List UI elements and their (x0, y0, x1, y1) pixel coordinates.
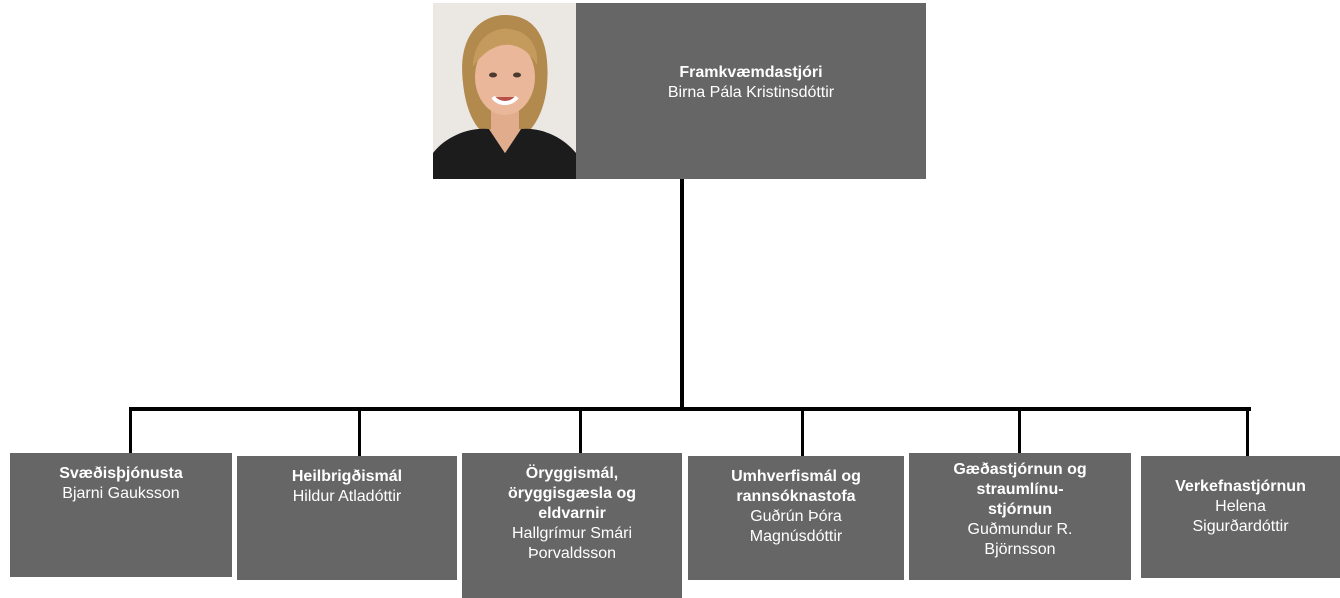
department-box-safety: Öryggismál, öryggisgæsla og eldvarnir Ha… (462, 453, 682, 598)
department-title: Svæðisþjónusta (59, 465, 183, 482)
department-box-regional-service: Svæðisþjónusta Bjarni Gauksson (10, 453, 232, 577)
horizontal-bus-line (129, 407, 1251, 411)
branch-line-3 (579, 407, 582, 453)
department-title: Heilbrigðismál (291, 468, 403, 485)
department-head: Hildur Atladóttir (292, 488, 402, 505)
branch-line-4 (801, 407, 804, 456)
trunk-line (680, 179, 684, 410)
department-head: Helena Sigurðardóttir (1192, 498, 1289, 535)
ceo-title: Framkvæmdastjóri (679, 64, 823, 81)
branch-line-6 (1246, 407, 1249, 456)
department-head: Hallgrímur Smári Þorvaldsson (511, 525, 632, 562)
ceo-box: Framkvæmdastjóri Birna Pála Kristinsdótt… (576, 3, 926, 179)
department-head: Guðrún Þóra Magnúsdóttir (749, 508, 843, 545)
department-box-environment: Umhverfismál og rannsóknastofa Guðrún Þó… (688, 456, 904, 580)
department-head: Bjarni Gauksson (62, 485, 180, 502)
branch-line-1 (129, 407, 132, 453)
department-title: Verkefnastjórnun (1175, 478, 1306, 495)
department-title: Öryggismál, öryggisgæsla og eldvarnir (507, 465, 637, 522)
department-box-project-management: Verkefnastjórnun Helena Sigurðardóttir (1141, 456, 1340, 578)
branch-line-5 (1018, 407, 1021, 453)
ceo-photo (433, 3, 576, 179)
department-box-health: Heilbrigðismál Hildur Atladóttir (237, 456, 457, 580)
branch-line-2 (358, 407, 361, 456)
department-box-quality: Gæðastjórnun og straumlínu-stjórnun Guðm… (909, 453, 1131, 580)
department-title: Gæðastjórnun og straumlínu-stjórnun (953, 461, 1087, 518)
department-head: Guðmundur R. Björnsson (967, 521, 1073, 558)
ceo-name: Birna Pála Kristinsdóttir (667, 84, 835, 101)
department-title: Umhverfismál og rannsóknastofa (731, 468, 861, 505)
portrait-image (433, 3, 576, 179)
